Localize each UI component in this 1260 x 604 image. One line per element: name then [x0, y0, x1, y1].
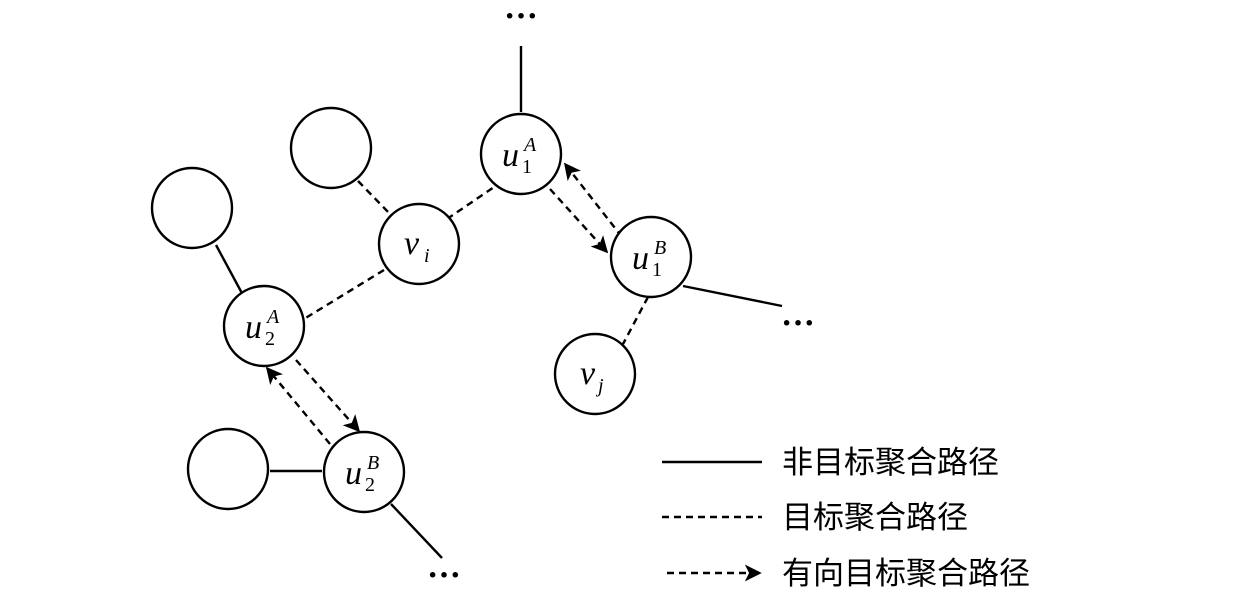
node-u1A-main: u [502, 137, 519, 174]
edge-empty-top-vi [357, 180, 392, 216]
arrow-u1A-to-u1B [549, 188, 609, 254]
node-u1A-sup: A [522, 134, 537, 156]
legend-item-dashed: 目标聚合路径 [662, 500, 968, 536]
node-vj-sub: j [595, 375, 604, 397]
node-u2B-sup: B [367, 452, 379, 474]
node-u2A-sup: A [265, 306, 280, 328]
node-u2B-sub: 2 [365, 474, 375, 496]
node-u1B-main: u [632, 240, 649, 277]
edge-vi-u2A [303, 268, 385, 321]
node-vj-main: v [580, 355, 596, 392]
node-u2A: u 2 A [222, 284, 306, 368]
legend-item-solid: 非目标聚合路径 [662, 445, 999, 481]
arrow-u2B-to-u2A [265, 366, 331, 445]
edge-u1B-right [682, 284, 783, 308]
empty-node-left-top [150, 166, 234, 250]
node-vi: v i [377, 202, 461, 286]
empty-node-top [289, 106, 373, 190]
node-u2A-sub: 2 [265, 328, 275, 350]
node-vi-sub: i [424, 245, 430, 267]
node-u2B-main: u [345, 455, 362, 492]
node-u1A: u 1 A [479, 112, 563, 196]
node-u1B: u 1 B [609, 215, 693, 299]
edge-u1B-vj [621, 296, 650, 345]
node-u1B-sup: B [654, 237, 666, 259]
ellipsis-bottom: ··· [427, 557, 461, 594]
ellipsis-top: ··· [504, 0, 538, 35]
node-vi-main: v [404, 225, 420, 262]
node-vj: v j [553, 332, 637, 416]
legend-dashed-label: 目标聚合路径 [782, 500, 968, 536]
node-u2B: u 2 B [322, 430, 406, 514]
ellipsis-right: ··· [781, 305, 815, 342]
legend-solid-label: 非目标聚合路径 [782, 445, 999, 481]
arrow-u2A-to-u2B [295, 359, 361, 433]
edge-vi-u1A [446, 182, 501, 220]
legend-arrow-label: 有向目标聚合路径 [782, 556, 1030, 592]
edge-u2A-empty-left-top [214, 244, 246, 298]
node-u2A-main: u [245, 309, 262, 346]
legend-item-arrow: 有向目标聚合路径 [667, 556, 1030, 592]
arrow-u1B-to-u1A [563, 162, 623, 238]
node-u1B-sub: 1 [652, 259, 662, 281]
legend: 非目标聚合路径 目标聚合路径 有向目标聚合路径 [662, 445, 1030, 592]
node-u1A-sub: 1 [522, 156, 532, 178]
edge-u2B-bottom [390, 503, 443, 559]
empty-node-bottom-left [186, 427, 270, 511]
